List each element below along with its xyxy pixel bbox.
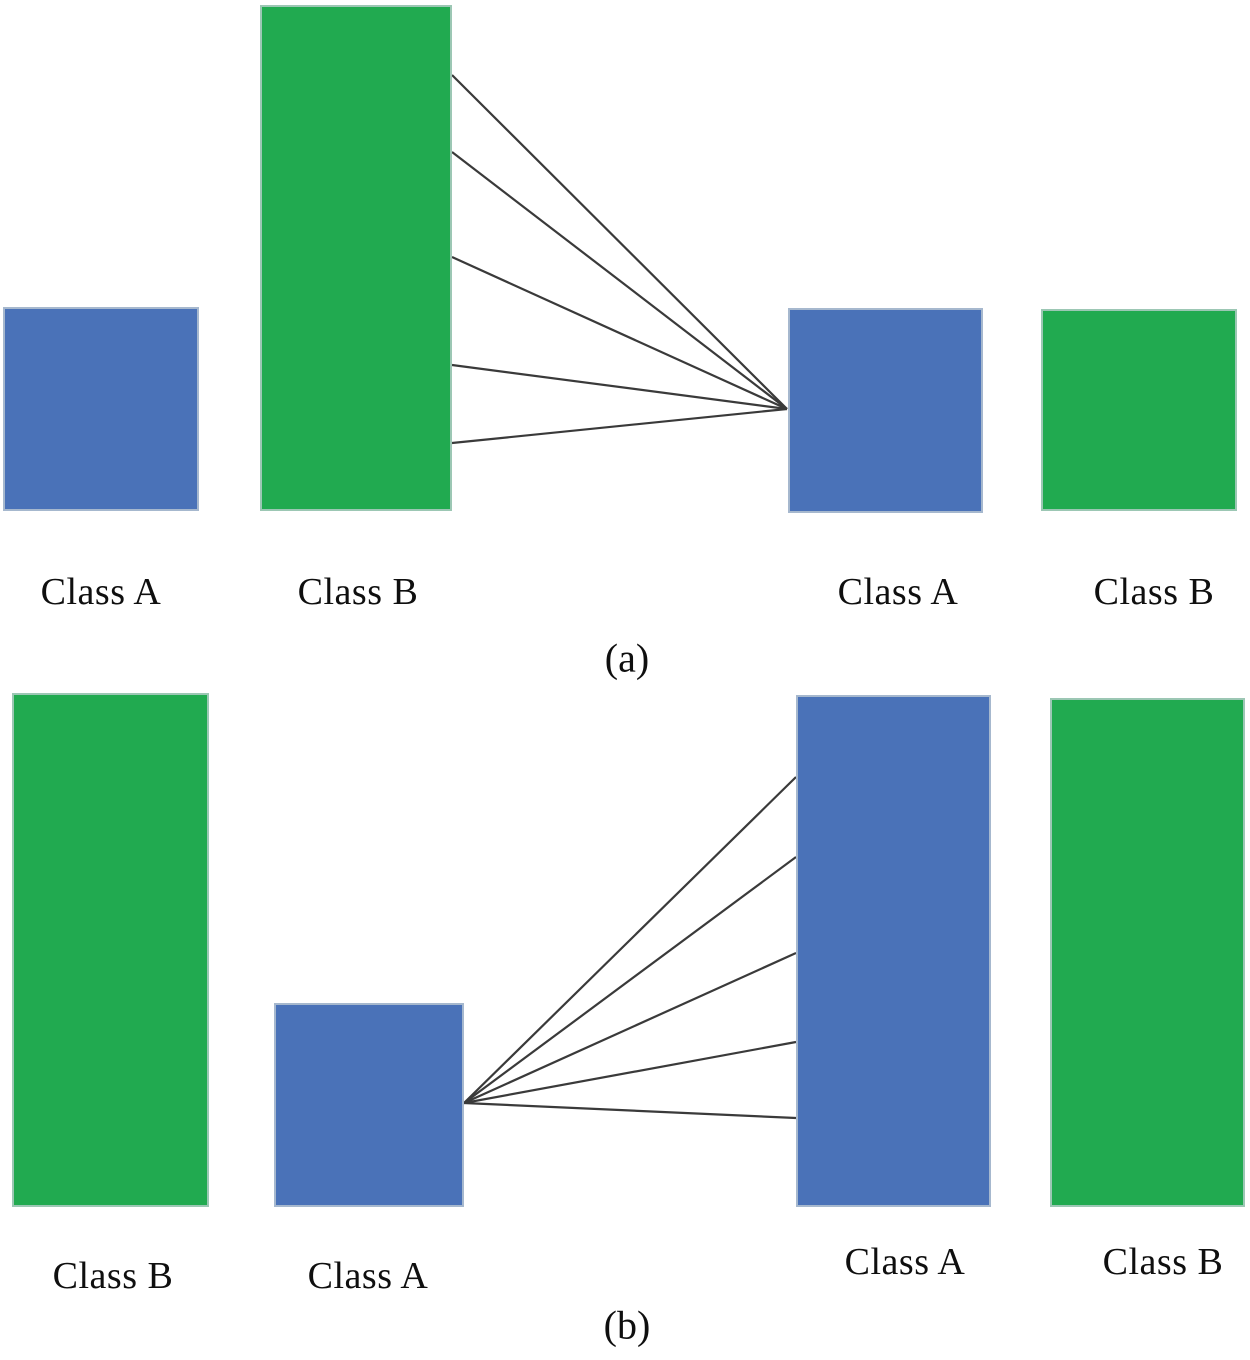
panel-a-connector-line bbox=[451, 255, 788, 411]
panel-a-label-right-class-a: Class A bbox=[837, 571, 959, 613]
panel-a-label-left-class-a: Class A bbox=[40, 571, 162, 613]
panel-b-connector-line bbox=[463, 1101, 797, 1120]
panel-b-bar-left-class-b bbox=[12, 693, 209, 1207]
panel-a-bar-left-class-b bbox=[260, 5, 452, 511]
panel-b-connector-line bbox=[463, 1040, 797, 1105]
panel-a-caption: (a) bbox=[604, 635, 650, 681]
panel-a-label-left-class-b: Class B bbox=[297, 571, 419, 613]
panel-b-connector-line bbox=[463, 951, 797, 1105]
panel-b-caption: (b) bbox=[603, 1302, 651, 1348]
panel-a-connector-line bbox=[451, 363, 788, 411]
panel-b-label-left-class-a: Class A bbox=[307, 1255, 429, 1297]
panel-b-bar-right-class-a bbox=[796, 695, 991, 1207]
panel-b-bar-left-class-a bbox=[274, 1003, 464, 1207]
panel-a-connector-line bbox=[451, 151, 788, 410]
panel-a-connector-line bbox=[451, 407, 788, 445]
panel-a-bar-right-class-b bbox=[1041, 309, 1237, 511]
panel-a-label-right-class-b: Class B bbox=[1093, 571, 1215, 613]
panel-b-label-right-class-a: Class A bbox=[844, 1241, 966, 1283]
panel-a-bar-left-class-a bbox=[3, 307, 199, 511]
panel-a-bar-right-class-a bbox=[788, 308, 983, 513]
panel-a-connector-line bbox=[451, 74, 788, 410]
panel-b-bar-right-class-b bbox=[1050, 698, 1245, 1207]
panel-b-label-right-class-b: Class B bbox=[1102, 1241, 1224, 1283]
panel-b-connector-line bbox=[463, 856, 797, 1104]
panel-b-label-left-class-b: Class B bbox=[52, 1255, 174, 1297]
panel-b-connector-line bbox=[463, 776, 797, 1104]
